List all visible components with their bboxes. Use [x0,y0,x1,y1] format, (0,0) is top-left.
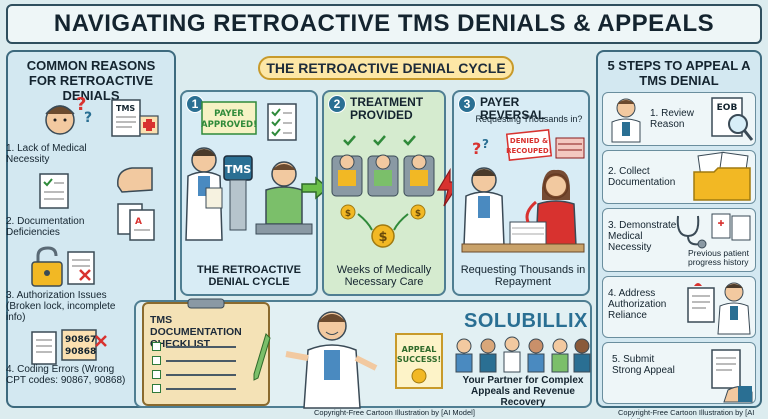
reviewer-person-icon [611,98,641,143]
coding-error-icon: 90867 90868 [31,329,107,365]
svg-text:90868: 90868 [65,347,96,357]
reason-4-text: Coding Errors (Wrong CPT codes: 90867, 9… [6,364,126,386]
appeal-step-3-label: Demonstrate Medical Necessity [608,220,677,253]
tms-device-label: TMS [225,163,251,176]
svg-text:$: $ [378,230,387,245]
appeal-step-2-num: 2. [608,166,617,177]
reason-4-num: 4. [6,364,15,375]
page-title: NAVIGATING RETROACTIVE TMS DENIALS & APP… [53,10,715,37]
payer-approved-sign: PAYER APPROVED! [201,101,257,135]
stethoscope-icon: ✚ [676,213,751,249]
doctor-presenting-illustration [285,311,378,409]
appeal-step-5-text: 5. Submit Strong Appeal [612,354,682,376]
reason-3-text: Authorization Issues (Broken lock, incom… [6,290,116,323]
appeal-step-4-label: Address Authorization Reliance [608,288,667,321]
reason-4: 4. Coding Errors (Wrong CPT codes: 90867… [6,364,126,386]
svg-text:?: ? [482,137,489,151]
cycle-step-2-number: 2 [328,95,346,113]
eob-label: EOB [717,103,738,113]
copyright-right: Copyright-Free Cartoon Illustration by [… [618,408,755,419]
checklist-item [152,384,236,393]
hand-doc-icon [117,167,153,193]
reason-3-num: 3. [6,290,15,301]
checkbox-icon [152,384,161,393]
question-thinker-icon: ? ? [45,94,92,135]
cycle-step-3-subtitle: Requesting Thousands in? [475,114,583,124]
appeal-step-4-text: 4. Address Authorization Reliance [608,288,680,321]
appeal-step-3-text: 3. Demonstrate Medical Necessity [608,220,684,253]
reason-2-text: Documentation Deficiencies [6,216,85,238]
cycle-step-3-number: 3 [458,95,476,113]
svg-text:?: ? [76,94,86,115]
svg-text:?: ? [84,110,92,126]
reason-1-text: Lack of Medical Necessity [6,143,87,165]
reviewed-docs-icon: A [117,203,155,241]
appeal-step-2-text: 2. Collect Documentation [608,166,684,188]
svg-text:$: $ [415,209,421,219]
doctor-with-tms-device: TMS [185,147,313,241]
appeal-step-1-label: Review Reason [650,108,694,130]
lightning-bolt-icon [436,167,462,207]
reason-2-num: 2. [6,216,15,227]
appeal-step-2-label: Collect Documentation [608,166,676,188]
appeal-step-5-num: 5. [612,354,621,365]
reason-3: 3. Authorization Issues (Broken lock, in… [6,290,126,323]
pen-icon [253,333,271,381]
appeal-step-3-num: 3. [608,220,617,231]
cycle-heading: THE RETROACTIVE DENIAL CYCLE [258,56,514,80]
eob-magnifier-icon: EOB [711,97,754,141]
cycle-step-3-caption: Requesting Thousands in Repayment [460,264,586,288]
reason-2: 2. Documentation Deficiencies [6,216,116,238]
svg-text:90867: 90867 [65,335,96,345]
document-folder-icon [693,151,751,201]
appeal-step-4-num: 4. [608,288,617,299]
clipboard-clip-icon [187,298,225,309]
appeal-step-1-num: 1. [650,108,659,119]
svg-text:A: A [135,217,142,227]
checklist-item [152,342,236,351]
checklist-doc-icon [39,173,69,209]
checklist-item [152,356,236,365]
appeal-step-1-text: 1. Review Reason [650,108,706,130]
appeal-step-5-label: Submit Strong Appeal [612,354,675,376]
svg-text:APPROVED!: APPROVED! [201,120,257,130]
treatment-sessions-illustration: $ $ $ [331,135,435,248]
svg-text:?: ? [472,139,481,158]
cycle-step-2-caption: Weeks of Medically Necessary Care [336,264,432,288]
reason-1-num: 1. [6,143,15,154]
payer-approved-text: PAYER [214,109,244,119]
payer-reversal-illustration: ? ? DENIED & RECOUPED! [461,129,585,253]
copyright-center: Copyright-Free Cartoon Illustration by [… [314,408,475,417]
broken-lock-icon [31,246,95,287]
appeal-step-3-note: Previous patient progress history [688,248,749,267]
cycle-step-1-caption: THE RETROACTIVE DENIAL CYCLE [197,264,301,288]
brand-logo: SOLUBILLIX [464,310,588,332]
svg-text:✚: ✚ [718,219,725,228]
reasons-heading: COMMON REASONS FOR RETROACTIVE DENIALS [26,58,156,103]
appeal-step-3 [602,208,756,272]
certificate-text-2: SUCCESS! [397,355,441,364]
cycle-step-3-title: PAYER REVERSAL [480,95,546,122]
certificate-text-1: APPEAL [402,345,437,354]
svg-text:$: $ [345,209,351,219]
submit-document-icon [711,349,753,403]
reason-1: 1. Lack of Medical Necessity [6,143,116,165]
team-illustration [455,336,591,373]
appeal-certificate: APPEAL SUCCESS! [395,333,443,389]
checklist-item [152,370,236,379]
denied-stamp-text: DENIED & [510,137,548,145]
checkbox-icon [152,370,161,379]
approval-clipboard-icon [267,103,297,141]
title-bar: NAVIGATING RETROACTIVE TMS DENIALS & APP… [6,4,762,44]
brand-tagline: Your Partner for Complex Appeals and Rev… [462,375,584,408]
cycle-step-2-title: TREATMENT PROVIDED [350,95,424,122]
checkbox-icon [152,342,161,351]
checkbox-icon [152,356,161,365]
tms-document-icon: TMS [111,99,159,137]
svg-text:RECOUPED!: RECOUPED! [506,147,552,155]
authorization-doctor-icon [687,282,751,335]
svg-text:TMS: TMS [116,104,135,113]
appeal-steps-heading: 5 STEPS TO APPEAL A TMS DENIAL [607,58,751,88]
